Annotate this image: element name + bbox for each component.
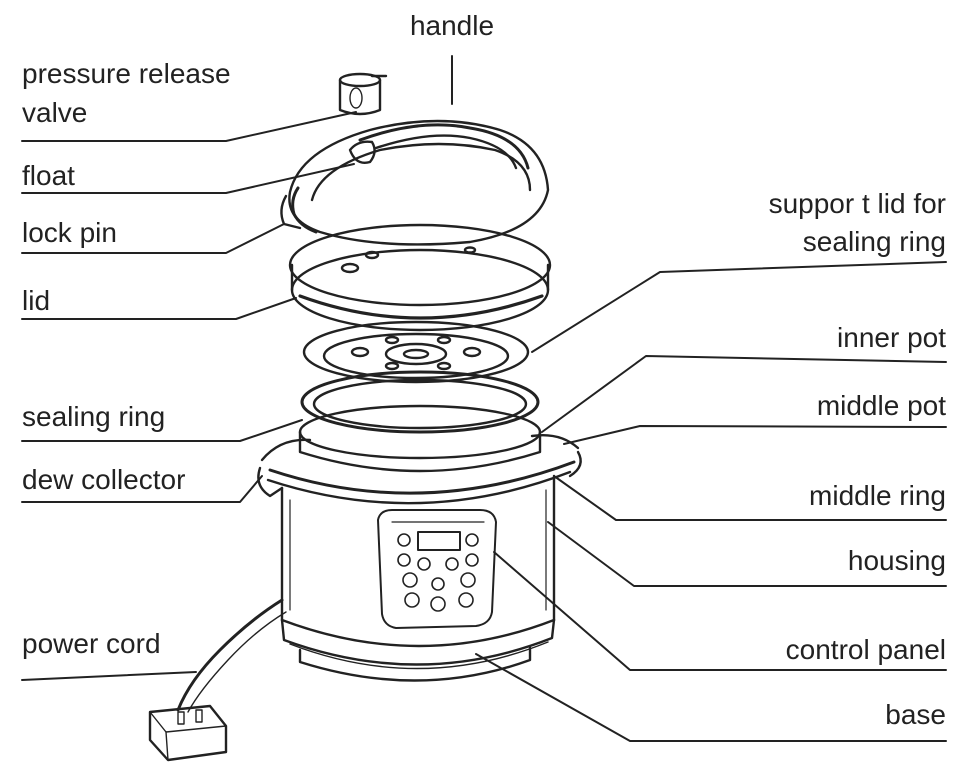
housing-drawing [280, 474, 556, 648]
support-lid-leader [531, 261, 947, 353]
leader-lines [21, 55, 947, 742]
label-handle: handle [409, 10, 495, 41]
label-lock-pin: lock pin [22, 217, 117, 248]
label-support-lid-line1: suppor t lid for [768, 188, 946, 219]
base-drawing [280, 618, 556, 682]
middle-pot-leader [563, 425, 947, 445]
sealing-ring-leader [21, 419, 303, 442]
label-float: float [22, 160, 75, 191]
lid-handle-drawing [280, 119, 550, 246]
label-middle-pot: middle pot [816, 390, 946, 421]
middle-ring-drawing [257, 434, 582, 505]
support-lid-drawing [302, 320, 530, 384]
label-pressure-release-valve-line1: pressure release [22, 58, 231, 89]
pressure-release-valve-drawing [338, 72, 388, 116]
label-sealing-ring: sealing ring [22, 401, 166, 432]
power-cord-drawing [148, 598, 287, 762]
base-leader [475, 653, 947, 742]
lock-pin-leader [21, 223, 285, 254]
label-control-panel: control panel [785, 634, 946, 665]
label-lid: lid [22, 285, 51, 316]
housing-leader [547, 521, 947, 587]
inner-pot-leader [541, 355, 947, 433]
label-support-lid-line2: sealing ring [802, 226, 946, 257]
power-cord-leader [21, 671, 197, 681]
middle-ring-leader [553, 475, 947, 521]
pressure-release-valve-leader [21, 111, 357, 142]
label-power-cord: power cord [22, 628, 161, 659]
control-panel-drawing [377, 509, 497, 629]
label-housing: housing [847, 545, 946, 576]
sealing-ring-drawing [300, 370, 540, 434]
label-pressure-release-valve-line2: valve [22, 97, 88, 128]
lid-leader [21, 297, 297, 320]
label-middle-ring: middle ring [809, 480, 946, 511]
lid-drawing [288, 223, 552, 332]
control-panel-leader [493, 551, 947, 671]
label-inner-pot: inner pot [837, 322, 946, 353]
label-base: base [885, 699, 946, 730]
float-leader [21, 163, 355, 194]
label-dew-collector: dew collector [22, 464, 186, 495]
inner-pot-drawing [298, 404, 542, 473]
dew-collector-leader [21, 475, 263, 503]
